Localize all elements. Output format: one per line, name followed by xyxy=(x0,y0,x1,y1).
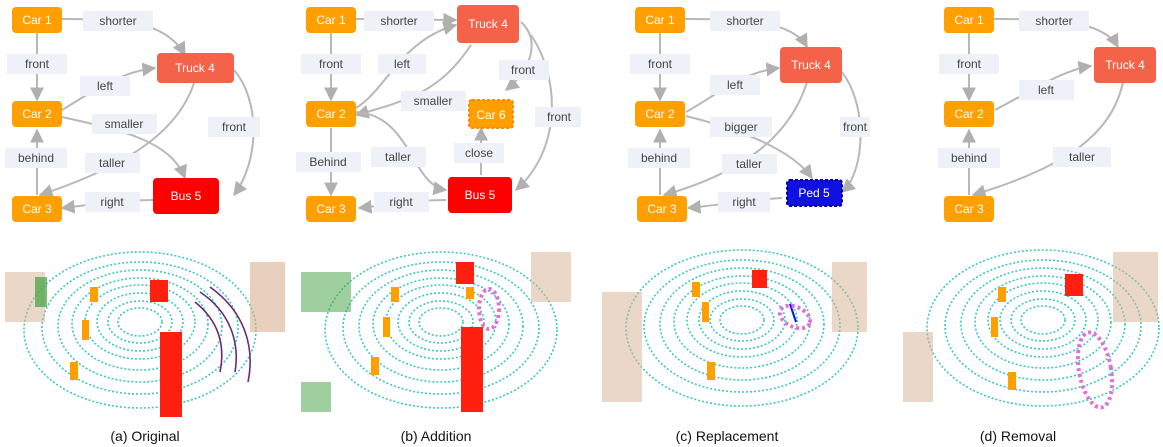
edge-labels: shorter front left smaller front behind … xyxy=(5,11,260,212)
node-car-1 xyxy=(944,7,994,33)
edge-label: behind xyxy=(641,151,677,165)
edge-label: front xyxy=(319,57,344,71)
node-label: Bus 5 xyxy=(171,189,202,203)
node-label: Car 1 xyxy=(22,13,52,27)
edge-label: left xyxy=(1038,83,1055,97)
scene-graph-removal: shorter front left behind taller Car 1 C… xyxy=(938,7,1156,222)
edge-label: front xyxy=(25,57,50,71)
edge-label: taller xyxy=(99,156,125,170)
edge-label: left xyxy=(394,57,411,71)
graph-nodes: Car 1 Car 2 Car 3 Truck 4 Ped 5 xyxy=(635,7,843,222)
node-car-1 xyxy=(12,7,62,33)
caption: (c) Replacement xyxy=(675,428,779,444)
edge-labels: shorter front left bigger front behind t… xyxy=(628,11,870,212)
node-label: Car 1 xyxy=(316,13,346,27)
scene-graph-original: shorter front left smaller front behind … xyxy=(5,7,260,222)
edge-label: Behind xyxy=(309,155,346,169)
node-car-6-added xyxy=(468,99,514,129)
panel-replacement: shorter front left bigger front behind t… xyxy=(582,0,872,447)
node-car-2 xyxy=(635,101,685,127)
node-car-1 xyxy=(635,7,685,33)
node-car-3 xyxy=(306,196,356,222)
edge-label: front xyxy=(547,110,572,124)
edge-label: shorter xyxy=(99,14,136,28)
node-truck-4 xyxy=(780,47,842,83)
scene-graph-replacement: shorter front left bigger front behind t… xyxy=(628,7,870,222)
lidar-point-cloud-removal xyxy=(903,249,1160,410)
caption: (d) Removal xyxy=(979,428,1057,444)
edge-label: taller xyxy=(1069,150,1095,164)
caption: (b) Addition xyxy=(400,428,472,444)
edge-label: bigger xyxy=(724,120,757,134)
node-label: Car 3 xyxy=(22,202,52,216)
added-object-highlight xyxy=(477,287,501,331)
edge-label: behind xyxy=(951,151,987,165)
edge-label: right xyxy=(100,195,124,209)
node-car-1 xyxy=(306,7,356,33)
edge-label: taller xyxy=(385,150,411,164)
panel-original: shorter front left smaller front behind … xyxy=(0,0,290,447)
node-truck-4 xyxy=(157,53,234,83)
scene-graph-addition: shorter front left front smaller front B… xyxy=(296,5,581,222)
edge-label: shorter xyxy=(726,14,763,28)
node-bus-5 xyxy=(448,177,512,213)
node-label: Car 1 xyxy=(954,13,984,27)
node-label: Car 6 xyxy=(476,108,506,122)
edge-label: shorter xyxy=(380,14,417,28)
lidar-point-cloud-replacement xyxy=(602,249,867,407)
edge-label: smaller xyxy=(414,94,453,108)
edge-label: left xyxy=(727,78,744,92)
edge-label: front xyxy=(843,120,868,134)
node-ped-5-replaced xyxy=(786,179,843,207)
edge-labels: shorter front left behind taller xyxy=(938,11,1111,168)
edge-labels: shorter front left front smaller front B… xyxy=(296,11,581,212)
node-label: Ped 5 xyxy=(798,186,830,200)
edge-label: front xyxy=(511,63,536,77)
edge-label: front xyxy=(648,57,673,71)
edge-label: right xyxy=(389,195,413,209)
node-label: Car 3 xyxy=(316,202,346,216)
edge-label: shorter xyxy=(1035,14,1072,28)
node-label: Truck 4 xyxy=(1105,58,1145,72)
edge-label: behind xyxy=(18,151,54,165)
node-label: Truck 4 xyxy=(791,58,831,72)
node-label: Truck 4 xyxy=(468,17,508,31)
graph-nodes: Car 1 Car 2 Car 3 Truck 4 xyxy=(944,7,1156,222)
node-car-3 xyxy=(637,196,687,222)
node-label: Truck 4 xyxy=(175,61,215,75)
node-truck-4 xyxy=(457,5,519,43)
edge-label: front xyxy=(957,57,982,71)
node-car-3 xyxy=(12,196,62,222)
panel-removal: shorter front left behind taller Car 1 C… xyxy=(873,0,1163,447)
node-car-2 xyxy=(306,101,356,127)
replaced-object-highlight xyxy=(777,303,813,331)
caption: (a) Original xyxy=(110,428,180,444)
lidar-point-cloud-original xyxy=(5,251,285,417)
node-car-2 xyxy=(12,101,62,127)
node-car-3 xyxy=(944,196,994,222)
edge-label: front xyxy=(222,120,247,134)
node-label: Car 2 xyxy=(316,107,346,121)
edge-label: left xyxy=(97,79,114,93)
node-label: Car 2 xyxy=(645,107,675,121)
graph-nodes: Car 1 Car 2 Car 3 Truck 4 Bus 5 xyxy=(12,7,234,222)
node-label: Car 1 xyxy=(645,13,675,27)
node-label: Car 3 xyxy=(954,202,984,216)
node-label: Car 2 xyxy=(954,107,984,121)
edge-label: close xyxy=(465,146,493,160)
edge-label: right xyxy=(732,195,756,209)
edge-label: taller xyxy=(736,157,762,171)
lidar-point-cloud-addition xyxy=(301,251,571,412)
removed-object-highlight xyxy=(1075,330,1115,410)
node-truck-4 xyxy=(1094,47,1156,83)
node-bus-5 xyxy=(153,178,219,214)
edge-label: smaller xyxy=(105,117,144,131)
node-label: Car 3 xyxy=(647,202,677,216)
panel-addition: shorter front left front smaller front B… xyxy=(291,0,581,447)
node-car-2 xyxy=(944,101,994,127)
graph-nodes: Car 1 Car 2 Car 3 Truck 4 Car 6 Bus 5 xyxy=(306,5,519,222)
node-label: Bus 5 xyxy=(465,188,496,202)
node-label: Car 2 xyxy=(22,107,52,121)
